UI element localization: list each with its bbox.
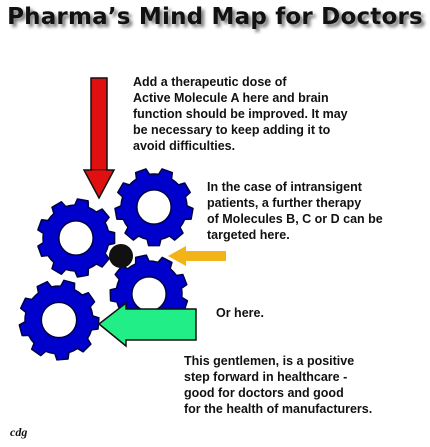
- green-arrow: [97, 301, 197, 348]
- page-title: Pharma’s Mind Map for Doctors: [7, 4, 423, 30]
- black-dot: [109, 244, 133, 268]
- note-or-here: Or here.: [216, 306, 264, 320]
- red-arrow: [82, 77, 116, 200]
- gear-bottom-left: [18, 279, 100, 361]
- gear-middle-right-hole: [131, 276, 167, 312]
- gear-left-hole: [58, 220, 94, 256]
- gear-bottom-left-hole: [40, 301, 78, 339]
- note-molecules-bcd: In the case of intransigent patients, a …: [207, 180, 383, 242]
- yellow-arrow: [168, 246, 226, 266]
- gear-top-right: [114, 168, 194, 247]
- gear-left: [37, 198, 116, 278]
- signature: cdg: [10, 425, 28, 439]
- gear-top-right-hole: [136, 189, 172, 225]
- note-molecule-a: Add a therapeutic dose of Active Molecul…: [133, 75, 348, 153]
- note-conclusion: This gentlemen, is a positive step forwa…: [184, 354, 373, 416]
